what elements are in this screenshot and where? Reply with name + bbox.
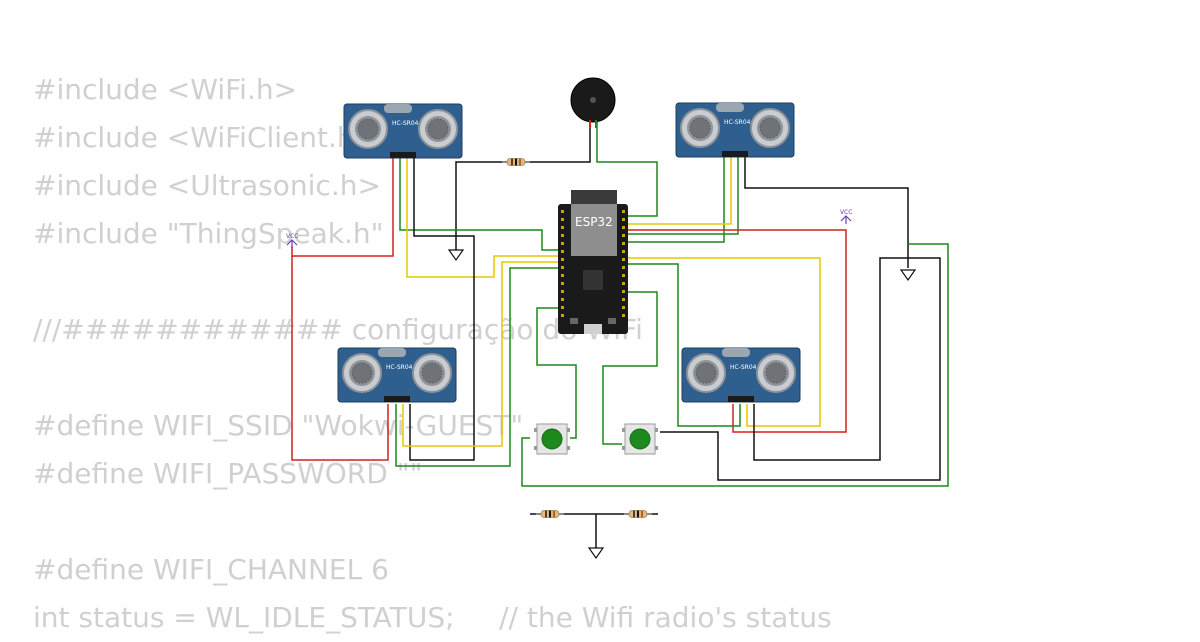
code-line: ///############ configuração do WiFi xyxy=(33,313,643,346)
code-line: #define WIFI_PASSWORD "" xyxy=(33,457,423,490)
sensor-label: HC-SR04 xyxy=(386,364,413,371)
sensor2-trig-wire xyxy=(628,157,732,225)
buzzer[interactable] xyxy=(570,77,616,128)
sensor2-gnd-wire xyxy=(744,157,909,268)
sensor-label: HC-SR04 xyxy=(730,364,757,371)
ground-symbol xyxy=(900,269,916,281)
sensor4-echo-wire xyxy=(628,257,821,427)
sensor3-vcc-wire xyxy=(291,256,389,461)
resistor[interactable] xyxy=(623,509,653,519)
ultrasonic-sensor-2[interactable]: HC-SR04 xyxy=(675,102,795,158)
sensor4-trig-wire xyxy=(628,263,741,427)
sensor1-echo-wire xyxy=(406,158,558,278)
vcc-right-wire xyxy=(628,229,847,433)
code-line: #include <Ultrasonic.h> xyxy=(33,169,381,202)
ultrasonic-sensor-3[interactable]: HC-SR04 xyxy=(337,347,457,403)
resistor[interactable] xyxy=(501,157,531,167)
ground-symbol xyxy=(588,547,604,559)
sensor2-vcc-wire xyxy=(628,157,725,243)
sensor3-echo-wire xyxy=(402,261,558,447)
esp32-label: ESP32 xyxy=(575,215,613,229)
wire-group xyxy=(291,120,949,548)
push-button-2[interactable] xyxy=(621,423,659,455)
code-line: #define WIFI_SSID "Wokwi-GUEST" xyxy=(33,409,524,442)
sensor1-gnd-wire xyxy=(409,158,475,461)
sensor-label: HC-SR04 xyxy=(392,120,419,127)
ultrasonic-sensor-1[interactable]: HC-SR04 xyxy=(343,103,463,159)
sensor-label: HC-SR04 xyxy=(724,119,751,126)
button1-wire xyxy=(536,307,577,439)
button1-wire-b xyxy=(521,243,949,487)
sensor2-echo-wire xyxy=(628,157,739,235)
code-line: #include <WiFiClient.h> xyxy=(33,121,379,154)
sensor1-trig-wire xyxy=(399,158,558,251)
push-button-1[interactable] xyxy=(533,423,571,455)
esp32-board[interactable]: ESP32 xyxy=(558,190,628,334)
button2-wire xyxy=(602,291,658,445)
ultrasonic-sensor-4[interactable]: HC-SR04 xyxy=(681,347,801,403)
code-background: #include <WiFi.h> #include <WiFiClient.h>… xyxy=(33,66,832,642)
code-line: #define WIFI_CHANNEL 6 xyxy=(33,553,389,586)
ground-symbol xyxy=(448,249,464,261)
code-line: #include <WiFi.h> xyxy=(33,73,298,106)
vcc-label: VCC xyxy=(840,209,852,216)
code-line: int status = WL_IDLE_STATUS; // the Wifi… xyxy=(33,601,832,634)
vcc-symbol: VCC xyxy=(840,209,852,225)
vcc-symbol: VCC xyxy=(286,233,298,249)
resistor[interactable] xyxy=(535,509,565,519)
sensor3-trig-wire xyxy=(395,267,558,467)
sensor1-vcc-wire xyxy=(291,158,394,257)
sensor4-gnd-wire xyxy=(660,257,941,481)
buzzer-wire-green xyxy=(596,120,658,217)
vcc-label: VCC xyxy=(286,233,298,240)
code-line: #include "ThingSpeak.h" xyxy=(33,217,384,250)
